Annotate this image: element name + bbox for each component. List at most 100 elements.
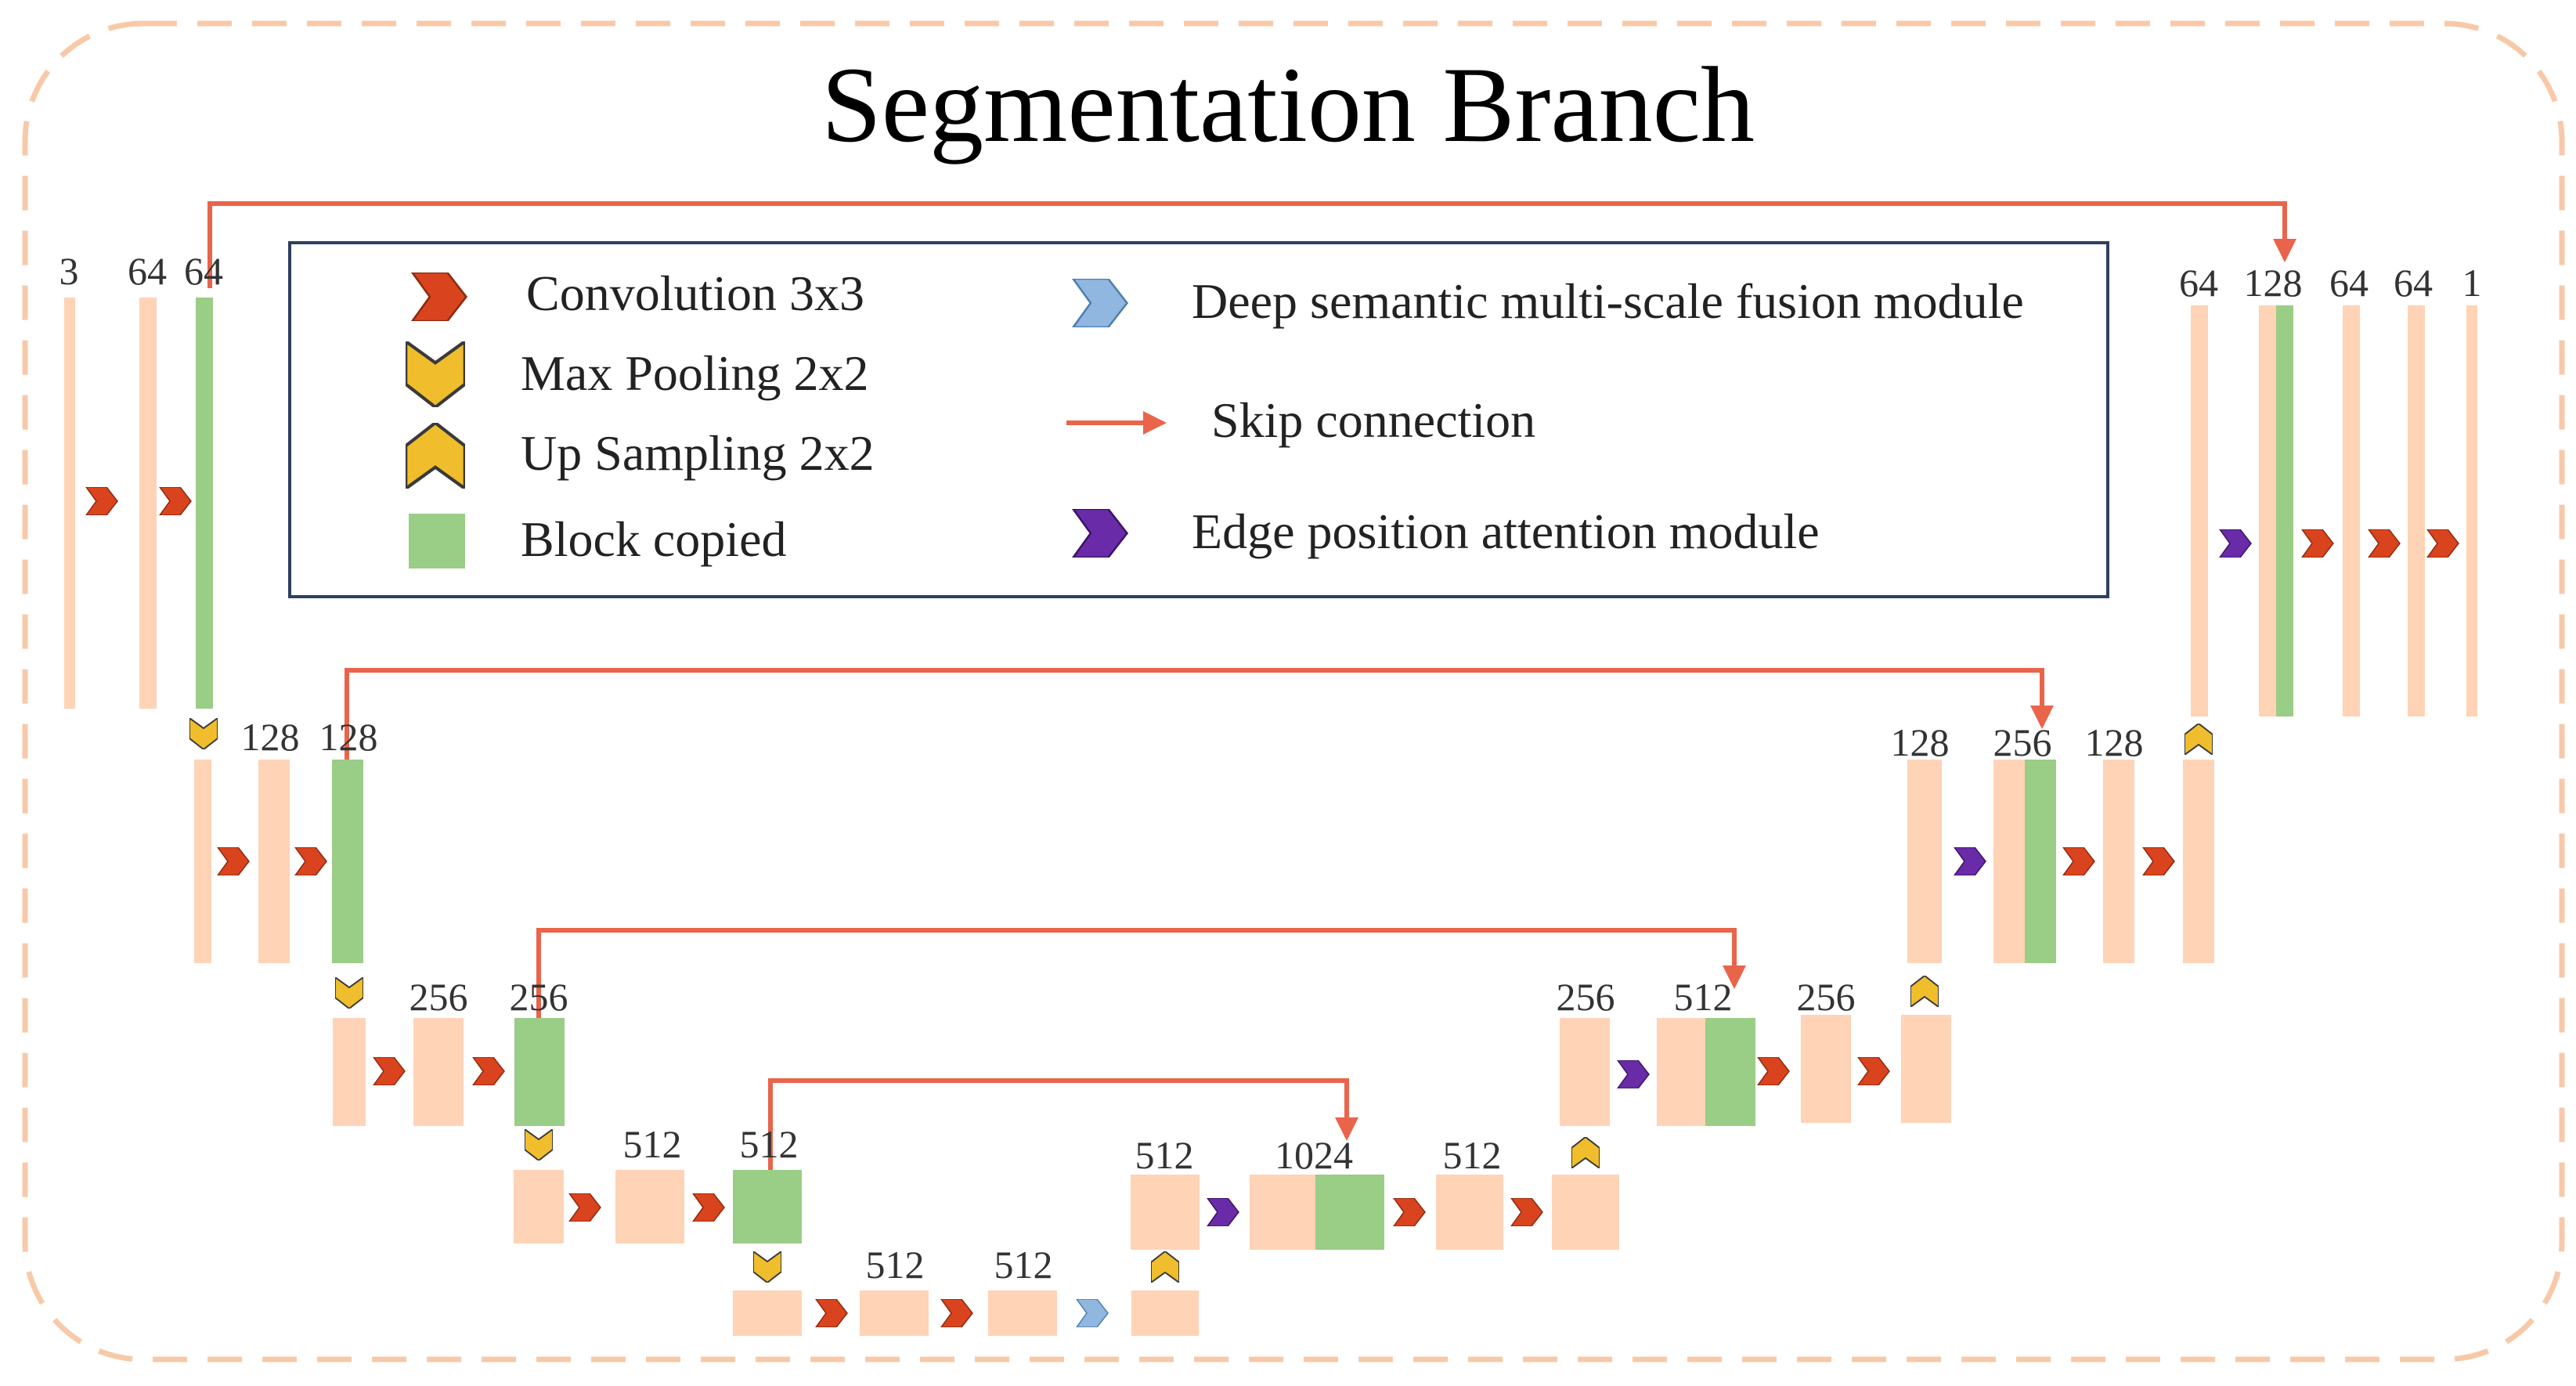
convolution-icon <box>2368 529 2401 558</box>
dec4-attention-map <box>1250 1175 1315 1250</box>
max-pooling-icon <box>525 1129 553 1160</box>
dec2-attention-map <box>1993 760 2025 963</box>
enc4-conv2-map <box>733 1170 802 1243</box>
dec4-label-up: 512 <box>1135 1133 1194 1177</box>
convolution-icon <box>1393 1198 1426 1226</box>
channel-labels: 3 64 64 128 128 256 256 512 512 512 512 … <box>60 249 2482 1287</box>
enc2-label-mid: 128 <box>241 715 300 759</box>
dec1-attention-map <box>2259 305 2276 716</box>
dec3-copied-block <box>1705 1018 1755 1126</box>
enc2-pooled-map <box>194 760 211 963</box>
edge-attention-icon <box>2219 529 2252 558</box>
dec3-conv1-map <box>1801 1015 1851 1123</box>
dec2-conv1-map <box>2103 760 2134 963</box>
skip-connection-level-3 <box>536 928 1746 1018</box>
convolution-icon <box>217 847 250 875</box>
legend-block-copied-label: Block copied <box>521 511 786 567</box>
enc1-input-map <box>64 298 75 709</box>
legend-convolution-label: Convolution 3x3 <box>526 265 864 321</box>
legend: Convolution 3x3 Max Pooling 2x2 Up Sampl… <box>288 241 2109 598</box>
dec1-label-out: 1 <box>2462 261 2482 305</box>
convolution-icon <box>2062 847 2095 875</box>
dec3-upsampled-map <box>1560 1018 1610 1126</box>
enc1-label-out: 64 <box>184 249 223 293</box>
enc2-label-out: 128 <box>319 715 378 759</box>
dec1-label-up: 64 <box>2179 261 2218 305</box>
bottom-conv1-map <box>860 1290 929 1336</box>
convolution-icon <box>2301 529 2334 558</box>
bottom-label-1: 512 <box>866 1243 925 1287</box>
dec2-label-out: 128 <box>2085 720 2144 764</box>
convolution-icon <box>159 487 192 515</box>
dec2-copied-block <box>2025 760 2056 963</box>
enc4-label-out: 512 <box>740 1122 799 1166</box>
convolution-icon <box>294 847 327 875</box>
convolution-icon <box>692 1193 725 1222</box>
convolution-icon <box>373 1057 406 1085</box>
legend-dsmf-label: Deep semantic multi-scale fusion module <box>1192 273 2024 329</box>
block-copied-swatch <box>409 514 465 568</box>
bottom-pooled-map <box>733 1290 802 1336</box>
enc1-conv2-map <box>196 298 213 709</box>
dec3-attention-map <box>1657 1018 1705 1126</box>
convolution-icon <box>1510 1198 1543 1226</box>
enc4-pooled-map <box>514 1170 564 1243</box>
enc3-label-mid: 256 <box>409 975 468 1019</box>
bottom-conv2-map <box>988 1290 1057 1336</box>
dec1-conv2-map <box>2408 305 2425 716</box>
dec2-label-up: 128 <box>1891 720 1950 764</box>
enc3-label-out: 256 <box>510 975 568 1019</box>
legend-edge-label: Edge position attention module <box>1192 504 1820 559</box>
up-sampling-icon <box>2185 724 2213 755</box>
diagram-title: Segmentation Branch <box>821 45 1755 164</box>
edge-attention-icon <box>1954 847 1986 875</box>
enc3-pooled-map <box>333 1018 366 1126</box>
dec2-label-concat: 256 <box>1993 720 2052 764</box>
bottom-label-2: 512 <box>994 1243 1053 1287</box>
convolution-icon <box>1857 1057 1890 1085</box>
edge-attention-icon <box>1207 1198 1239 1226</box>
dec1-label-concat: 128 <box>2244 261 2303 305</box>
convolution-icon <box>2142 847 2175 875</box>
enc2-conv2-map <box>332 760 363 963</box>
enc1-label-in: 3 <box>60 249 79 293</box>
edge-attention-icon <box>1617 1060 1650 1088</box>
legend-up-sampling-label: Up Sampling 2x2 <box>521 425 875 481</box>
dec2-upsampled-map <box>1907 760 1942 963</box>
legend-max-pooling-label: Max Pooling 2x2 <box>521 345 868 401</box>
dec4-label-concat: 1024 <box>1275 1133 1353 1177</box>
dec1-conv1-map <box>2343 305 2360 716</box>
dec4-conv2-map <box>1552 1175 1619 1250</box>
dec4-copied-block <box>1315 1175 1384 1250</box>
dec4-upsampled-map <box>1131 1175 1200 1250</box>
enc1-conv1-map <box>139 298 157 709</box>
dec4-conv1-map <box>1436 1175 1503 1250</box>
outer-frame <box>22 20 2565 1363</box>
dec1-copied-block <box>2276 305 2293 716</box>
dec3-label-out: 256 <box>1797 975 1856 1019</box>
max-pooling-icon <box>189 718 218 749</box>
up-sampling-icon <box>1571 1137 1600 1168</box>
bottom-dsmf-map <box>1131 1290 1199 1336</box>
dec1-upsampled-map <box>2191 305 2208 716</box>
enc1-label-mid: 64 <box>128 249 167 293</box>
convolution-icon <box>2426 529 2459 558</box>
skip-connection-level-1 <box>207 201 2296 288</box>
legend-skip-label: Skip connection <box>1211 392 1535 448</box>
enc3-conv1-map <box>413 1018 464 1126</box>
skip-connection-level-4 <box>768 1078 1358 1170</box>
max-pooling-icon <box>335 977 363 1009</box>
dec3-conv2-map <box>1901 1015 1951 1123</box>
convolution-icon <box>568 1193 601 1222</box>
convolution-icon <box>1757 1057 1790 1085</box>
enc3-conv2-map <box>514 1018 565 1126</box>
max-pooling-icon <box>753 1251 781 1283</box>
skip-connections <box>207 201 2296 1170</box>
enc4-label-mid: 512 <box>623 1122 682 1166</box>
up-sampling-icon <box>1910 976 1939 1007</box>
enc2-conv1-map <box>258 760 290 963</box>
dec3-label-up: 256 <box>1557 975 1615 1019</box>
dsmf-module-icon <box>1076 1299 1109 1327</box>
dec1-label-conv2: 64 <box>2394 261 2433 305</box>
